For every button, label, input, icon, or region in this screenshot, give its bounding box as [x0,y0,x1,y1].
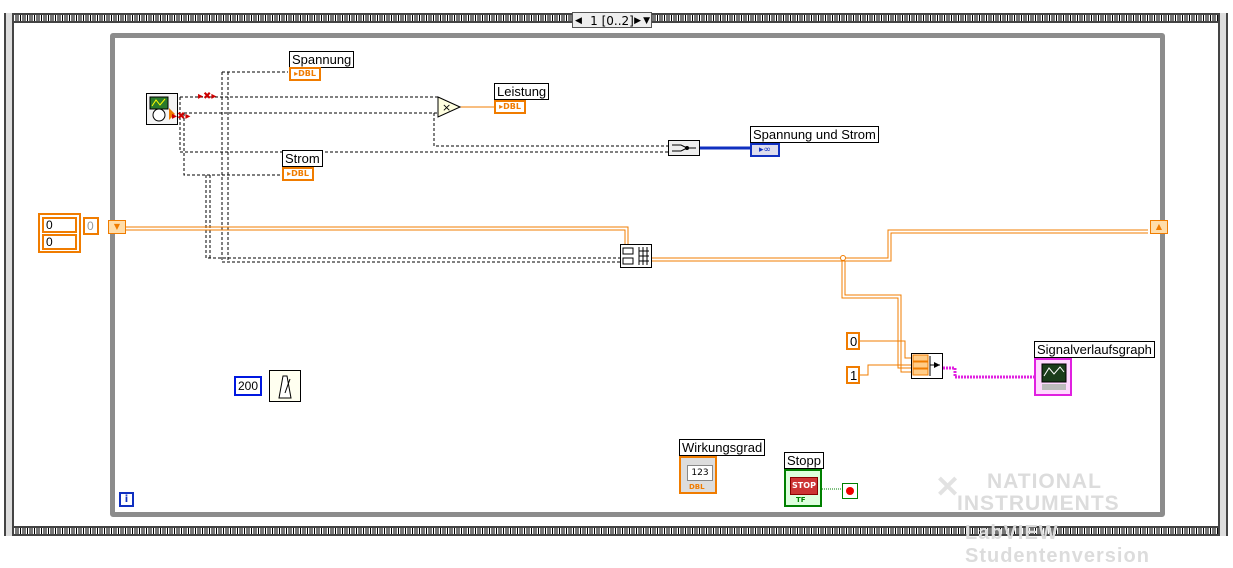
wire-array [652,257,912,369]
sequence-frame-right-border [1218,13,1228,536]
wire-const-0 [860,340,912,359]
daq-icon [149,96,175,122]
stop-icon: STOP [790,477,818,495]
waveform-chart-indicator[interactable]: ▸∞ [750,143,780,157]
multiply-node[interactable]: × [437,96,462,118]
metronome-icon [278,375,292,399]
merge-icon [672,144,696,152]
triangle-left-icon[interactable]: ◀ [575,16,582,26]
build-array-node[interactable] [620,244,652,268]
tf-tag: TF [796,496,806,504]
constant-one[interactable]: 1 [846,366,860,384]
loop-condition-terminal[interactable] [842,483,858,499]
ni-eagle-icon: ✕ [935,471,961,504]
wait-ms-constant[interactable]: 200 [234,376,262,396]
numeric-icon: 123 [687,465,713,481]
wire-to-merge [179,97,668,153]
frame-selector-label: 1 [0..2] [590,14,634,28]
spannung-indicator[interactable]: ▸DBL [289,67,321,81]
triangle-down-icon[interactable]: ▼ [643,16,650,26]
stopp-label: Stopp [784,452,824,469]
wire-cluster [943,366,1035,379]
merge-signals-node[interactable] [668,140,700,156]
wait-ms-node[interactable] [269,370,301,402]
build-array-icon [622,247,649,265]
daq-assistant-node[interactable] [146,93,178,125]
graph-icon [1041,363,1067,390]
bundle-node[interactable] [911,353,943,379]
leistung-label: Leistung [494,83,550,100]
bundle-icon [912,354,940,376]
while-loop[interactable] [110,33,1165,517]
waveform-graph-indicator[interactable] [1034,358,1072,396]
index-constant[interactable]: 0 [83,217,99,235]
cluster-value-1[interactable]: 0 [42,234,77,250]
wirkungsgrad-label: Wirkungsgrad [679,439,766,456]
sequence-frame-left-border [4,13,14,536]
ni-watermark: ✕ NATIONAL INSTRUMENTS LabVIEW Studenten… [935,470,1150,567]
dbl-tag: DBL [689,483,705,491]
constant-zero[interactable]: 0 [846,332,860,350]
error-terminal-icon: ▸✖▸ [198,91,217,102]
signalverlaufsgraph-label: Signalverlaufsgraph [1034,341,1155,358]
cluster-constant[interactable]: 0 0 [38,213,81,253]
sequence-frame-bottom-border [6,526,1222,536]
wire-to-shift-right [842,229,1148,259]
wire-shift-register [124,226,629,244]
cluster-value-0[interactable]: 0 [42,217,77,233]
wire-spannung-down [221,72,620,263]
multiply-icon: × [442,101,451,114]
error-terminal-icon-2: ▸✖▸ [172,111,191,122]
shift-register-right[interactable]: ▲ [1150,220,1168,234]
stop-if-true-icon [846,487,854,495]
wire-strom [183,113,282,176]
wire-strom-down [205,175,620,259]
iteration-terminal: i [119,492,134,507]
wirkungsgrad-indicator[interactable]: 123 DBL [679,456,717,494]
spannung-und-strom-label: Spannung und Strom [750,126,879,143]
shift-register-left[interactable]: ▼ [108,220,126,234]
strom-indicator[interactable]: ▸DBL [282,167,314,181]
frame-selector[interactable]: ◀ 1 [0..2] ▶ ▼ [572,12,652,28]
wire-const-1 [860,364,912,376]
spannung-label: Spannung [289,51,355,68]
triangle-right-icon[interactable]: ▶ [634,16,641,26]
leistung-indicator[interactable]: ▸DBL [494,100,526,114]
strom-label: Strom [282,150,323,167]
stop-button-terminal[interactable]: STOP TF [784,469,822,507]
wires [124,71,1148,490]
